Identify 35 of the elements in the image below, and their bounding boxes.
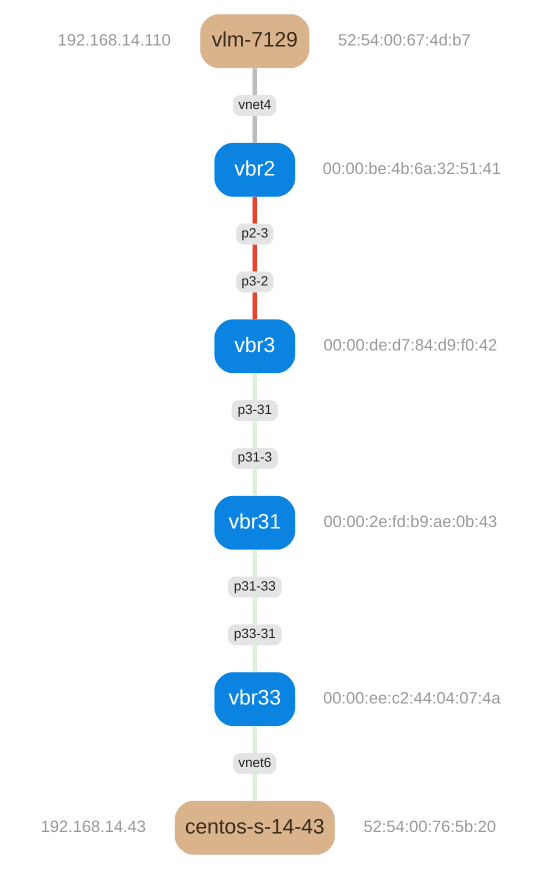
node-label: 00:00:be:4b:6a:32:51:41 <box>322 160 500 178</box>
connector <box>252 292 257 320</box>
node-box: p31-3 <box>231 448 278 469</box>
connector <box>252 726 257 753</box>
node-box: vbr2 <box>214 142 295 197</box>
connector <box>252 598 257 624</box>
node-box: vbr31 <box>214 496 295 550</box>
connector <box>252 68 257 95</box>
connector <box>252 116 257 143</box>
node-label: 00:00:de:d7:84:d9:f0:42 <box>322 336 497 354</box>
node-label: 192.168.14.43 <box>40 818 146 836</box>
node-box: vlm-7129 <box>200 14 309 68</box>
node-label: 52:54:00:67:4d:b7 <box>338 31 470 50</box>
node-box: vnet6 <box>232 753 276 774</box>
connector <box>252 645 257 672</box>
node-box: vbr3 <box>214 319 295 374</box>
connector <box>252 468 257 496</box>
node-box: p2-3 <box>236 224 273 245</box>
connector <box>252 196 257 224</box>
connector <box>252 774 257 801</box>
connector <box>252 373 257 400</box>
node-box: p31-33 <box>227 576 282 598</box>
node-box: p3-31 <box>231 400 278 422</box>
node-label: 00:00:2e:fd:b9:ae:0b:43 <box>322 512 497 531</box>
node-box: vnet4 <box>232 95 276 116</box>
node-box: centos-s-14-43 <box>174 800 334 855</box>
node-label: 192.168.14.110 <box>57 31 170 50</box>
connector <box>252 550 257 576</box>
node-box: p3-2 <box>236 272 273 292</box>
node-label: 52:54:00:76:5b:20 <box>362 818 496 836</box>
node-label: 00:00:ee:c2:44:04:07:4a <box>322 689 500 708</box>
node-box: vbr33 <box>214 672 295 726</box>
node-box: p33-31 <box>227 624 282 646</box>
connector <box>252 421 257 448</box>
connector <box>252 244 257 272</box>
